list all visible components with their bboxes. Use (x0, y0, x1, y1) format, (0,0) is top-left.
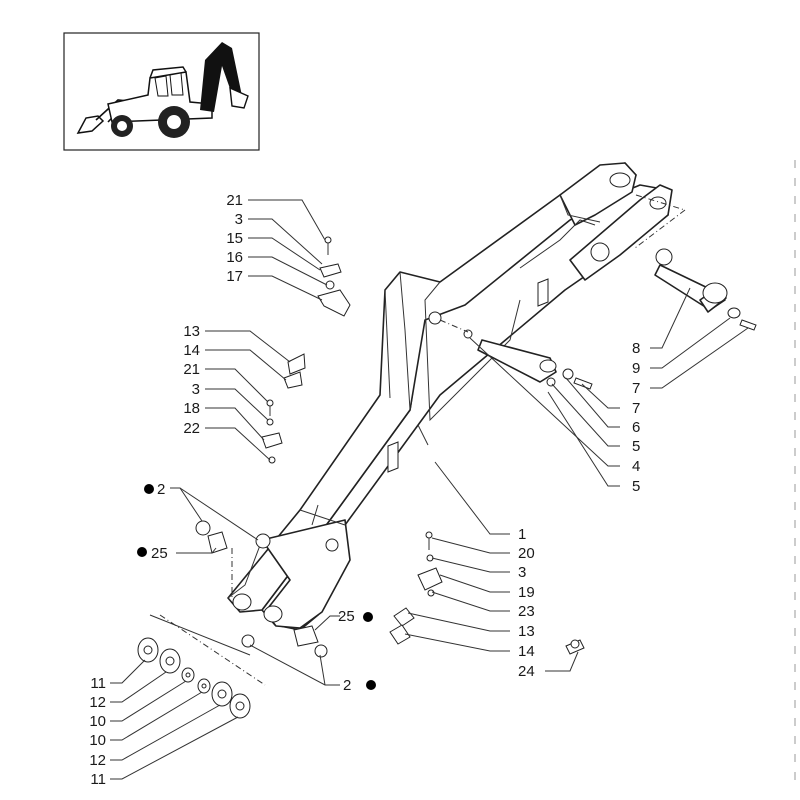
callout-25: 25 (338, 608, 355, 625)
callout-7: 7 (632, 380, 640, 397)
callout-20: 20 (518, 545, 535, 562)
bullet-dot (137, 547, 147, 557)
backhoe-loader-icon (76, 42, 249, 138)
bottom-bushings (149, 520, 328, 686)
callout-5: 5 (632, 478, 640, 495)
callout-14: 14 (518, 643, 535, 660)
callout-13: 13 (518, 623, 535, 640)
callout-9: 9 (632, 360, 640, 377)
washer-stack (137, 637, 251, 719)
pin-axis-line (634, 209, 686, 249)
callout-12: 12 (89, 752, 106, 769)
callout-24: 24 (518, 663, 535, 680)
callout-1: 1 (518, 526, 526, 543)
pivot-axis-line (159, 614, 266, 686)
bullet-dot (144, 484, 154, 494)
bracket-top (317, 236, 351, 317)
callout-11: 11 (90, 771, 106, 788)
callout-21: 21 (226, 192, 243, 209)
bullet-markers (137, 484, 376, 690)
callout-12: 12 (89, 694, 106, 711)
callout-3: 3 (192, 381, 200, 398)
callout-labels: 21 3 15 16 17 13 14 21 3 18 22 2 25 11 1… (89, 192, 640, 788)
inset-thumbnail (63, 32, 260, 151)
bullet-dot (363, 612, 373, 622)
callout-16: 16 (226, 249, 243, 266)
callout-10: 10 (89, 713, 106, 730)
callout-3: 3 (235, 211, 243, 228)
callout-19: 19 (518, 584, 535, 601)
callout-8: 8 (632, 340, 640, 357)
callout-6: 6 (632, 419, 640, 436)
bracket-left (261, 353, 306, 464)
callout-5: 5 (632, 438, 640, 455)
callout-10: 10 (89, 732, 106, 749)
callout-4: 4 (632, 458, 640, 475)
callout-11: 11 (90, 675, 106, 692)
boom-assembly (227, 162, 673, 631)
callout-23: 23 (518, 603, 535, 620)
pivot-pin (634, 194, 757, 331)
callout-15: 15 (226, 230, 243, 247)
callout-14: 14 (183, 342, 200, 359)
callout-3: 3 (518, 564, 526, 581)
callout-18: 18 (183, 400, 200, 417)
callout-7: 7 (632, 400, 640, 417)
bullet-dot (366, 680, 376, 690)
callout-25: 25 (151, 545, 168, 562)
callout-13: 13 (183, 323, 200, 340)
pin-axis-line (635, 194, 686, 211)
pin-axis-line (439, 319, 469, 333)
callout-17: 17 (226, 268, 243, 285)
callout-2: 2 (157, 481, 165, 498)
leader-lines (110, 199, 749, 780)
callout-21: 21 (183, 361, 200, 378)
bracket-lower-right (389, 531, 585, 655)
callout-2: 2 (343, 677, 351, 694)
cylinder-pin (428, 311, 593, 390)
callout-22: 22 (183, 420, 200, 437)
